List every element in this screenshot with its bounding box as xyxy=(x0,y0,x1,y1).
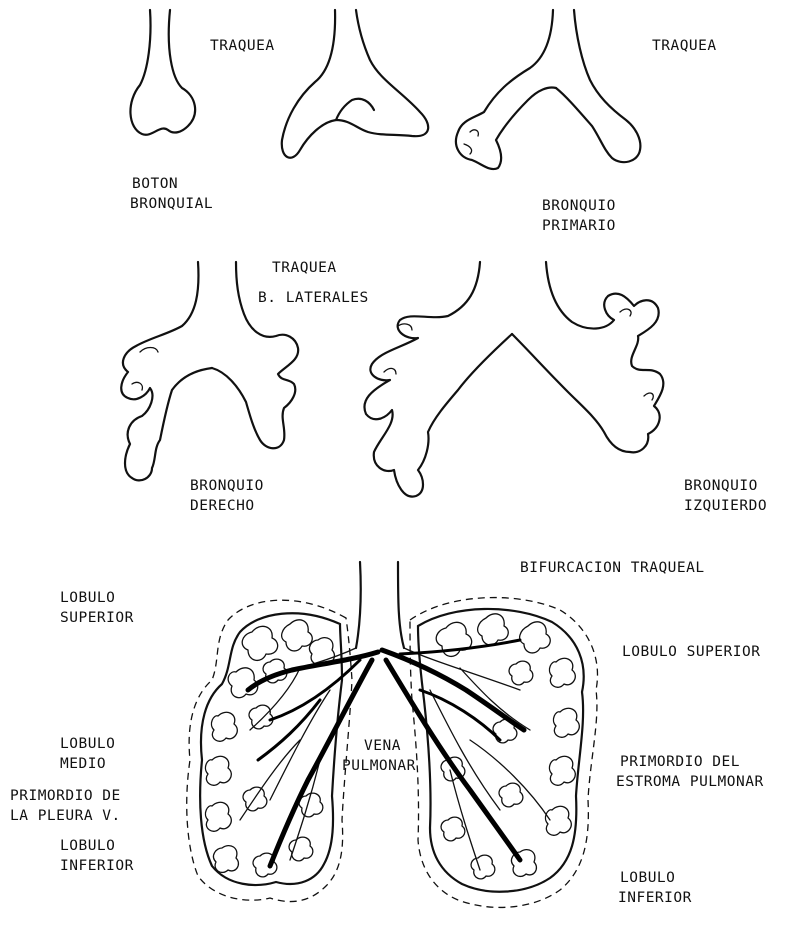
label-bronquio-derecho-line2: DERECHO xyxy=(190,498,255,514)
label-lobulo-inferior-right-line2: INFERIOR xyxy=(618,890,692,906)
label-lobulo-superior-right: LOBULO SUPERIOR xyxy=(622,644,760,660)
label-vena-pulmonar-line2: PULMONAR xyxy=(342,758,416,774)
label-vena-pulmonar-line1: VENA xyxy=(364,738,401,754)
label-bronquio-primario-line2: PRIMARIO xyxy=(542,218,616,234)
stage-3-primary-bronchi xyxy=(456,10,640,169)
label-primordio-pleura-line1: PRIMORDIO DE xyxy=(10,788,121,804)
stage-2-early-bifurcation xyxy=(282,10,428,158)
label-boton-line2: BRONQUIAL xyxy=(130,196,213,212)
label-lobulo-medio-line2: MEDIO xyxy=(60,756,106,772)
label-bifurcacion-traqueal: BIFURCACION TRAQUEAL xyxy=(520,560,705,576)
label-b-laterales: B. LATERALES xyxy=(258,290,369,306)
label-bronquio-izquierdo-line1: BRONQUIO xyxy=(684,478,758,494)
stage-6-developed-lungs xyxy=(187,562,598,907)
stage-1-bronchial-bud xyxy=(130,10,195,135)
stage-5-secondary-branching xyxy=(364,262,663,497)
trachea xyxy=(356,562,404,648)
alveoli-left xyxy=(205,620,334,877)
label-boton-line1: BOTON xyxy=(132,176,178,192)
label-lobulo-inferior-right-line1: LOBULO xyxy=(620,870,675,886)
label-bronquio-izquierdo-line2: IZQUIERDO xyxy=(684,498,767,514)
label-traquea-3: TRAQUEA xyxy=(272,260,337,276)
label-bronquio-derecho-line1: BRONQUIO xyxy=(190,478,264,494)
label-lobulo-superior-left-line2: SUPERIOR xyxy=(60,610,134,626)
label-bronquio-primario-line1: BRONQUIO xyxy=(542,198,616,214)
label-primordio-pleura-line2: LA PLEURA V. xyxy=(10,808,121,824)
label-traquea-2: TRAQUEA xyxy=(652,38,717,54)
label-primordio-estroma-line1: PRIMORDIO DEL xyxy=(620,754,740,770)
label-lobulo-superior-left-line1: LOBULO xyxy=(60,590,115,606)
label-lobulo-inferior-left-line1: LOBULO xyxy=(60,838,115,854)
label-primordio-estroma-line2: ESTROMA PULMONAR xyxy=(616,774,764,790)
label-lobulo-medio-line1: LOBULO xyxy=(60,736,115,752)
label-lobulo-inferior-left-line2: INFERIOR xyxy=(60,858,134,874)
label-traquea-1: TRAQUEA xyxy=(210,38,275,54)
